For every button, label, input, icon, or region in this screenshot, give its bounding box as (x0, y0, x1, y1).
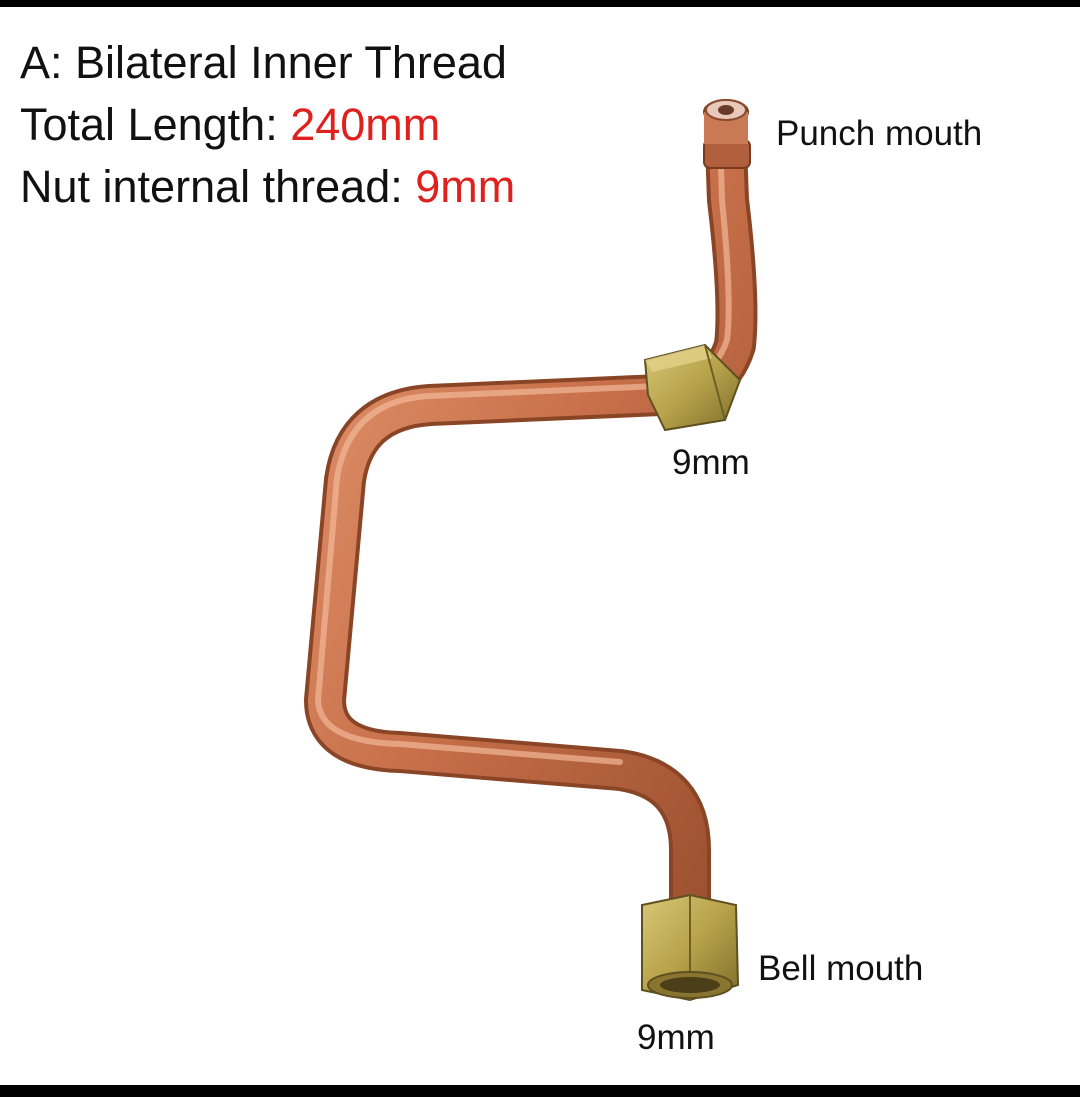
bottom-nut-size-label: 9mm (637, 1018, 715, 1057)
nut-thread-label: Nut internal thread: (20, 161, 416, 212)
punch-mouth-label: Punch mouth (776, 114, 983, 153)
total-length-value: 240mm (290, 99, 441, 150)
punch-mouth-end (703, 99, 751, 169)
top-border (0, 0, 1080, 7)
total-length-spec: Total Length: 240mm (20, 97, 440, 153)
top-nut-size-label: 9mm (672, 443, 750, 482)
bell-mouth-label: Bell mouth (758, 949, 924, 988)
product-title: A: Bilateral Inner Thread (20, 37, 507, 88)
bottom-nut (641, 893, 740, 1002)
top-nut (643, 343, 742, 432)
nut-thread-value: 9mm (415, 161, 516, 212)
total-length-label: Total Length: (20, 99, 291, 150)
bottom-border (0, 1085, 1080, 1097)
nut-thread-spec: Nut internal thread: 9mm (20, 159, 515, 215)
copper-tube (304, 99, 758, 931)
